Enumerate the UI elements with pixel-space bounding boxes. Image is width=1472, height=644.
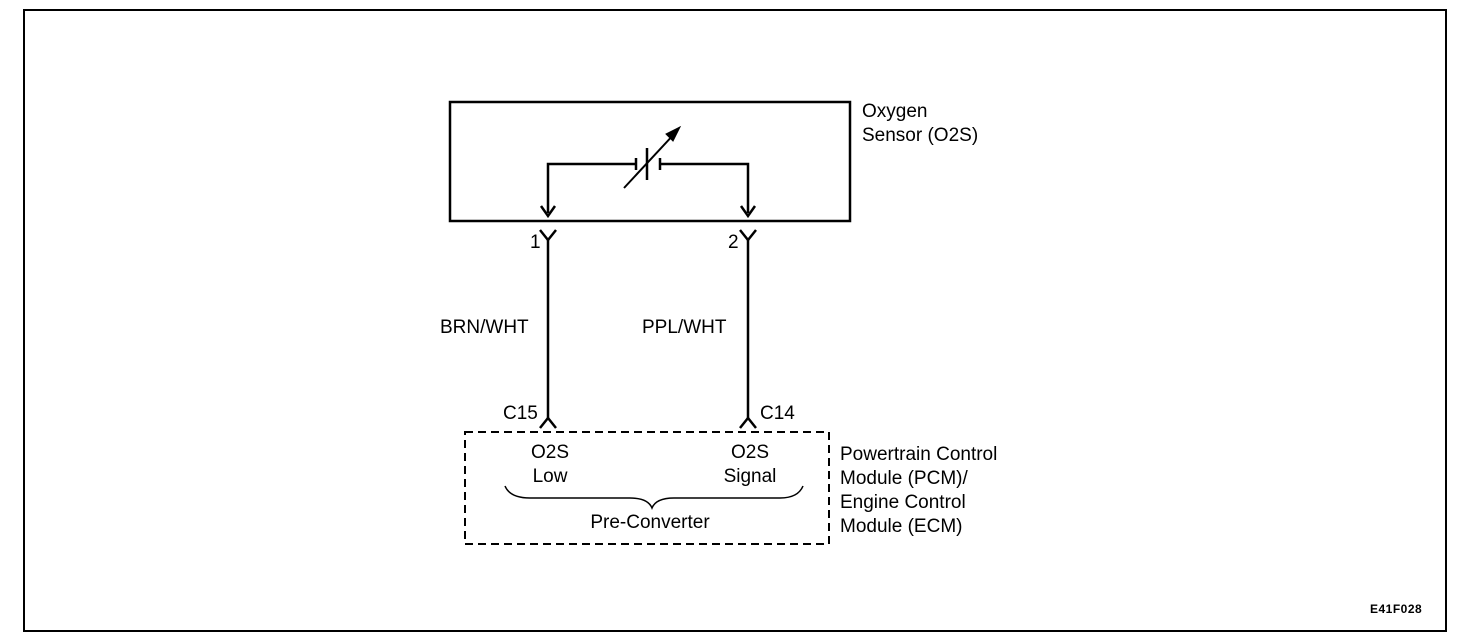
terminal-low-line1: O2S xyxy=(530,442,570,463)
sensor-internal-circuit xyxy=(546,162,750,213)
oxygen-sensor-box xyxy=(448,100,852,223)
sensor-pin-2: 2 xyxy=(728,232,739,253)
outer-frame xyxy=(23,9,1447,632)
variable-voltage-source-icon xyxy=(623,125,682,189)
wire-color-left: BRN/WHT xyxy=(440,317,529,338)
pre-converter-brace xyxy=(504,485,804,511)
module-connector-symbols xyxy=(539,415,757,429)
sensor-name-line1: Oxygen xyxy=(862,101,928,122)
module-name-line2: Module (PCM)/ xyxy=(840,468,968,489)
module-pin-c14: C14 xyxy=(760,403,795,424)
sensor-name-line2: Sensor (O2S) xyxy=(862,125,979,146)
sensor-pin-1: 1 xyxy=(530,232,541,253)
module-pin-c15: C15 xyxy=(503,403,538,424)
sensor-connector-symbols xyxy=(539,229,757,243)
pcm-ecm-box xyxy=(464,431,830,545)
module-name-line3: Engine Control xyxy=(840,492,966,513)
sensor-terminal-arrows xyxy=(539,205,757,219)
module-name-line1: Powertrain Control xyxy=(840,444,998,465)
module-name-line4: Module (ECM) xyxy=(840,516,963,537)
harness-wires xyxy=(546,240,750,420)
wire-color-right: PPL/WHT xyxy=(642,317,727,338)
terminal-low-line2: Low xyxy=(532,466,568,487)
figure-code: E41F028 xyxy=(1370,602,1423,616)
terminal-signal-line2: Signal xyxy=(723,466,777,487)
terminal-signal-line1: O2S xyxy=(730,442,770,463)
pre-converter-label: Pre-Converter xyxy=(590,512,710,533)
